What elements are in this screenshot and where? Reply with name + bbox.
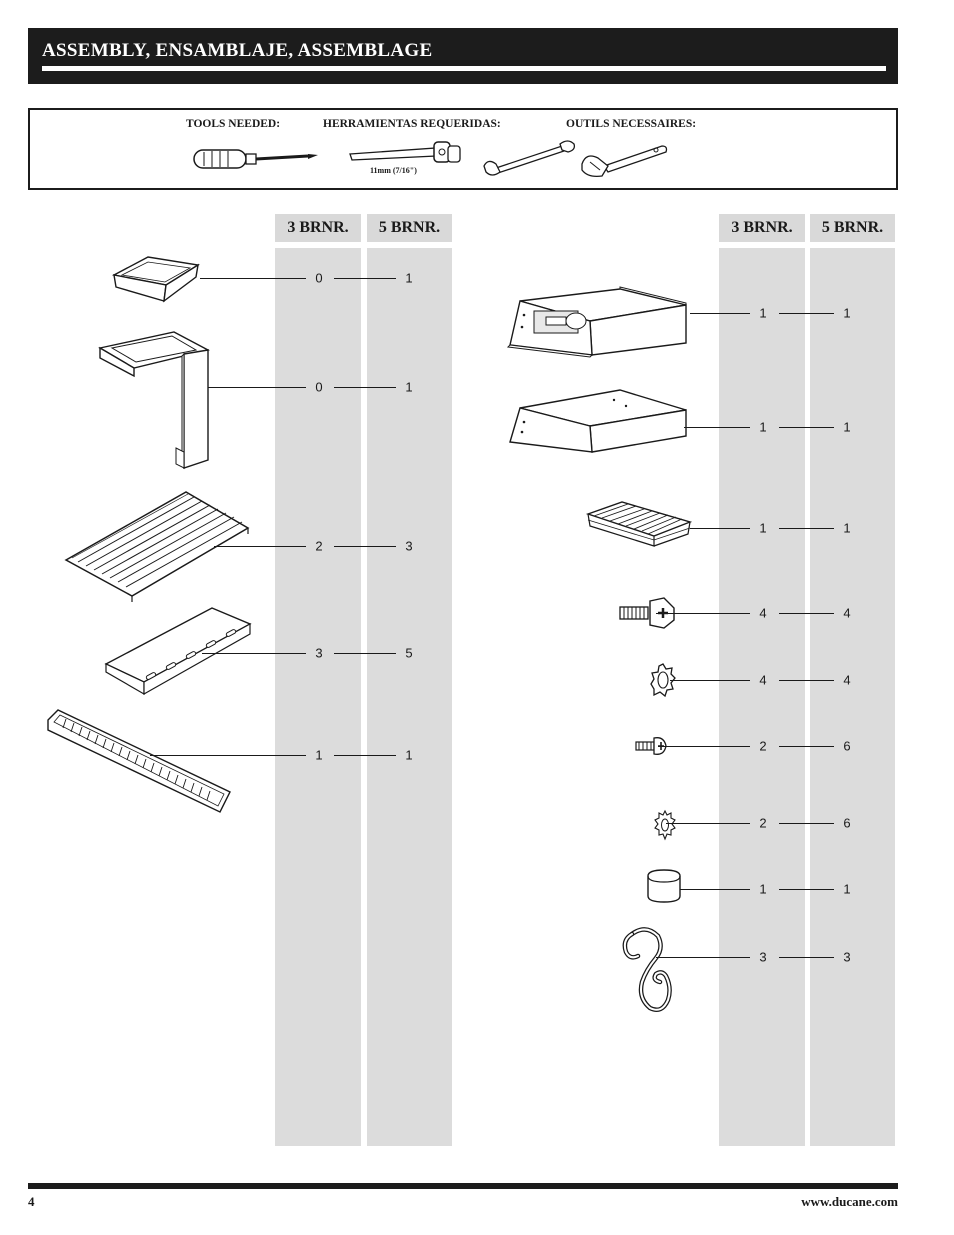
quantity-5-burner: 3 — [843, 949, 851, 965]
right-column-5-burner — [810, 248, 895, 1146]
quantity-5-burner: 4 — [843, 672, 851, 688]
right-column-header-3-burner: 3 BRNR. — [719, 214, 805, 242]
leader-line — [779, 613, 834, 614]
quantity-3-burner: 4 — [759, 605, 767, 621]
grease-tray-bracket-icon — [98, 331, 210, 470]
quantity-3-burner: 1 — [759, 419, 767, 435]
open-end-wrench-icon — [483, 140, 576, 176]
leader-line — [779, 957, 834, 958]
leader-line — [334, 653, 396, 654]
leader-line — [658, 746, 750, 747]
screwdriver-icon — [193, 149, 318, 169]
adjustable-wrench-icon — [581, 145, 668, 178]
tools-needed-box: TOOLS NEEDED: HERRAMIENTAS REQUERIDAS: O… — [28, 108, 898, 190]
quantity-5-burner: 1 — [405, 379, 413, 395]
leader-line — [656, 957, 750, 958]
footer-rule — [28, 1183, 898, 1189]
leader-line — [779, 746, 834, 747]
quantity-3-burner: 0 — [315, 379, 323, 395]
quantity-5-burner: 6 — [843, 815, 851, 831]
section-header: ASSEMBLY, ENSAMBLAJE, ASSEMBLAGE — [28, 28, 898, 84]
quantity-5-burner: 1 — [405, 747, 413, 763]
tools-label-en: TOOLS NEEDED: — [186, 118, 281, 130]
quantity-3-burner: 1 — [759, 520, 767, 536]
leader-line — [334, 755, 396, 756]
left-column-3-burner — [275, 248, 361, 1146]
right-column-header-5-burner: 5 BRNR. — [810, 214, 895, 242]
leader-line — [208, 387, 306, 388]
quantity-5-burner: 3 — [405, 538, 413, 554]
leader-line — [666, 823, 750, 824]
page-number: 4 — [28, 1194, 35, 1209]
leader-line — [690, 313, 750, 314]
quantity-3-burner: 2 — [315, 538, 323, 554]
leader-line — [779, 823, 834, 824]
leader-line — [150, 755, 306, 756]
right-column-3-burner — [719, 248, 805, 1146]
left-column-5-burner — [367, 248, 452, 1146]
socket-size-note: 11mm (7/16") — [370, 166, 417, 175]
leader-line — [779, 313, 834, 314]
left-column-header-5-burner: 5 BRNR. — [367, 214, 452, 242]
leader-line — [200, 278, 306, 279]
quantity-5-burner: 1 — [843, 881, 851, 897]
leader-line — [656, 613, 750, 614]
quantity-3-burner: 3 — [315, 645, 323, 661]
leader-line — [334, 546, 396, 547]
star-washer-icon — [654, 809, 676, 841]
leader-line — [334, 387, 396, 388]
tools-label-es: HERRAMIENTAS REQUERIDAS: — [323, 118, 501, 130]
leader-line — [779, 528, 834, 529]
leader-line — [690, 528, 750, 529]
cap-icon — [647, 869, 681, 903]
quantity-3-burner: 4 — [759, 672, 767, 688]
leader-line — [202, 653, 306, 654]
footer-url[interactable]: www.ducane.com — [801, 1194, 898, 1209]
lock-washer-icon — [650, 663, 676, 698]
section-title: ASSEMBLY, ENSAMBLAJE, ASSEMBLAGE — [42, 40, 433, 61]
quantity-3-burner: 2 — [759, 738, 767, 754]
quantity-3-burner: 2 — [759, 815, 767, 831]
quantity-3-burner: 1 — [759, 881, 767, 897]
firebox-with-burner-icon — [506, 286, 687, 358]
leader-line — [680, 889, 750, 890]
left-column-header-3-burner: 3 BRNR. — [275, 214, 361, 242]
leader-line — [779, 680, 834, 681]
cooking-grid-icon — [64, 491, 250, 602]
quantity-3-burner: 1 — [315, 747, 323, 763]
leader-line — [334, 278, 396, 279]
leader-line — [779, 427, 834, 428]
warming-rack-icon — [585, 501, 693, 547]
heat-tent-icon — [104, 607, 252, 696]
tools-label-fr: OUTILS NECESSAIRES: — [566, 118, 697, 130]
quantity-5-burner: 1 — [843, 305, 851, 321]
socket-wrench-icon — [349, 141, 461, 163]
quantity-3-burner: 0 — [315, 270, 323, 286]
s-hook-icon — [622, 927, 672, 1012]
quantity-5-burner: 1 — [405, 270, 413, 286]
leader-line — [684, 427, 750, 428]
quantity-3-burner: 3 — [759, 949, 767, 965]
quantity-5-burner: 1 — [843, 419, 851, 435]
quantity-3-burner: 1 — [759, 305, 767, 321]
quantity-5-burner: 4 — [843, 605, 851, 621]
leader-line — [670, 680, 750, 681]
quantity-5-burner: 5 — [405, 645, 413, 661]
firebox-cover-icon — [509, 389, 687, 453]
quantity-5-burner: 1 — [843, 520, 851, 536]
grease-tray-icon — [111, 256, 200, 303]
quantity-5-burner: 6 — [843, 738, 851, 754]
leader-line — [779, 889, 834, 890]
leader-line — [214, 546, 306, 547]
header-rule — [42, 66, 886, 71]
rear-panel-icon — [47, 709, 231, 813]
